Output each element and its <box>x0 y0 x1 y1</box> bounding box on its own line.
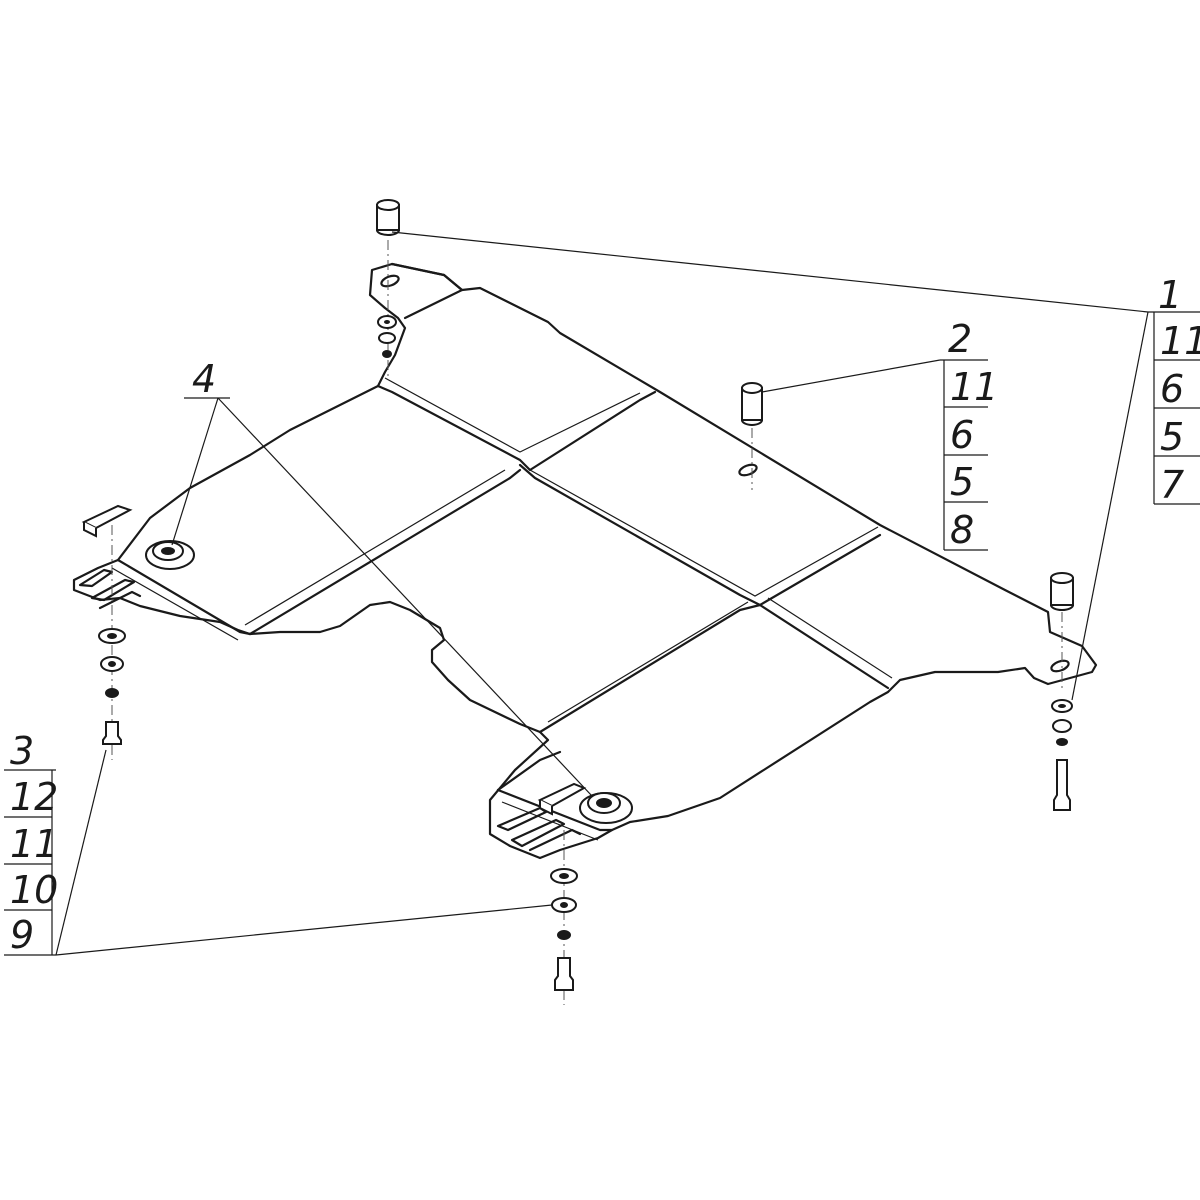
callout-1-label: 1 <box>1158 273 1182 317</box>
spacer-top-left <box>376 199 400 236</box>
callout-4: 4 <box>184 357 230 401</box>
callout-3-item-1: 12 <box>10 775 58 819</box>
callout-1-item-3: 5 <box>1160 415 1184 459</box>
callout-1-item-2: 6 <box>1160 367 1184 411</box>
callout-2-item-4: 8 <box>950 508 974 552</box>
callout-1-item-4: 7 <box>1160 463 1184 507</box>
boss-left <box>145 540 195 570</box>
boss-right <box>579 792 633 824</box>
callout-3-item-3: 10 <box>10 868 58 912</box>
leader-lines <box>55 231 1149 956</box>
callout-2: 2 11 6 5 8 <box>940 317 998 552</box>
fastener-stack-bottom <box>550 868 578 991</box>
callout-3-item-2: 11 <box>10 822 58 866</box>
callout-4-label: 4 <box>192 357 216 401</box>
callout-2-item-1: 11 <box>950 365 998 409</box>
callout-2-item-3: 5 <box>950 460 974 504</box>
callout-3: 3 12 11 10 9 <box>4 729 58 957</box>
callout-2-item-2: 6 <box>950 413 974 457</box>
callout-3-label: 3 <box>10 729 34 773</box>
callout-1-item-1: 11 <box>1160 319 1200 363</box>
skid-plate <box>72 262 1098 860</box>
fastener-stack-left <box>98 628 126 745</box>
callout-2-label: 2 <box>948 317 972 361</box>
fastener-stack-right <box>1051 699 1073 811</box>
spacer-right <box>1050 572 1074 611</box>
callout-3-item-4: 9 <box>10 913 34 957</box>
fastener-stack-top-left <box>377 315 397 358</box>
spacer-middle <box>741 382 763 426</box>
callout-1: 1 11 6 5 7 <box>1148 273 1200 507</box>
